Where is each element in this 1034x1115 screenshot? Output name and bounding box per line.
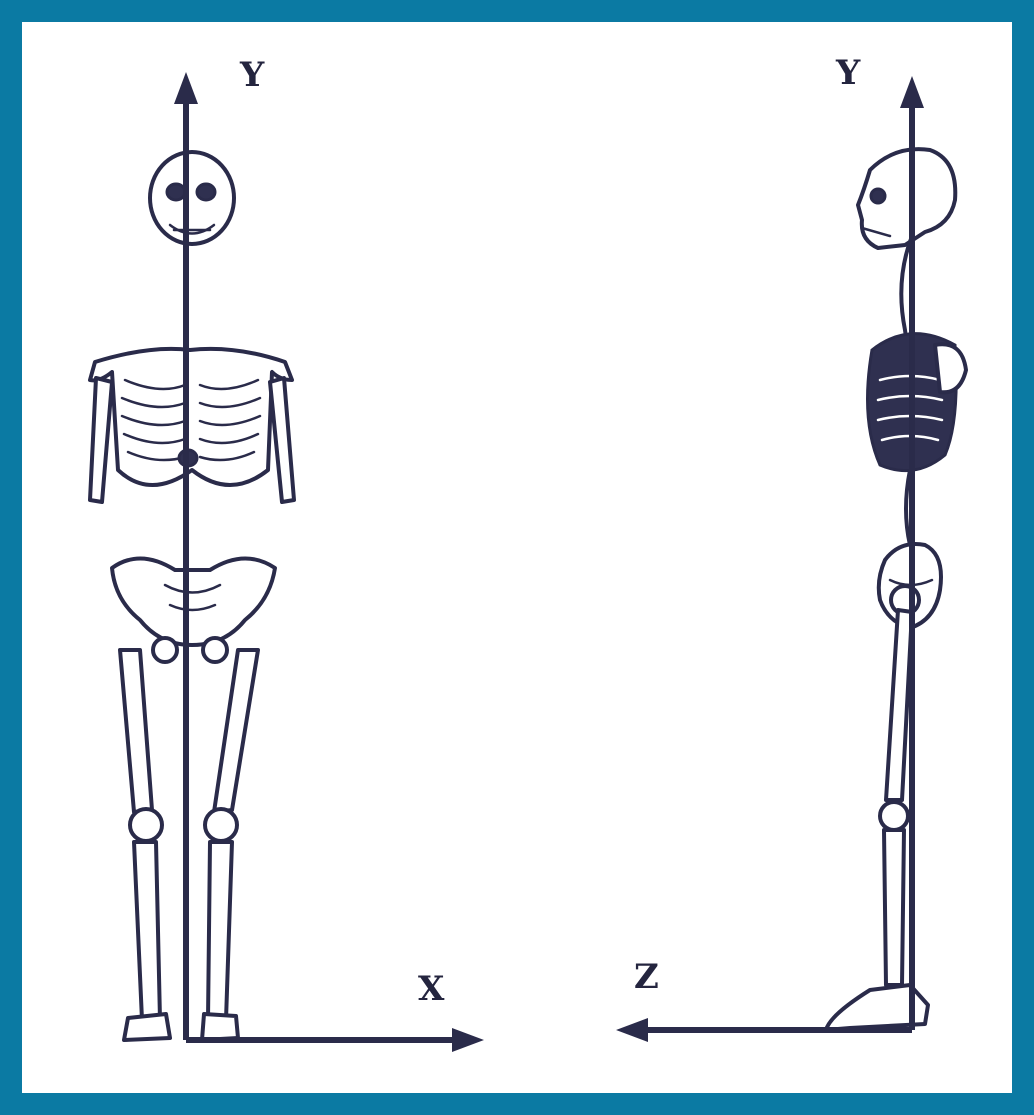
side-y-label: Y xyxy=(835,53,861,93)
side-y-arrowhead xyxy=(900,76,924,108)
front-y-label: Y xyxy=(239,55,265,95)
front-x-label: X xyxy=(418,969,445,1009)
side-skull xyxy=(858,149,955,248)
side-ribcage xyxy=(868,334,967,471)
side-z-arrowhead xyxy=(616,1018,648,1042)
front-y-arrowhead xyxy=(174,72,198,104)
front-left-arm xyxy=(90,378,112,502)
front-skeleton xyxy=(90,152,294,1040)
front-right-arm xyxy=(270,378,294,502)
front-pelvis xyxy=(112,558,275,662)
side-skeleton xyxy=(826,149,966,1030)
front-x-arrowhead xyxy=(452,1028,484,1052)
side-z-label: Z xyxy=(634,957,659,997)
front-ribcage xyxy=(90,349,292,485)
front-skull xyxy=(150,152,234,244)
